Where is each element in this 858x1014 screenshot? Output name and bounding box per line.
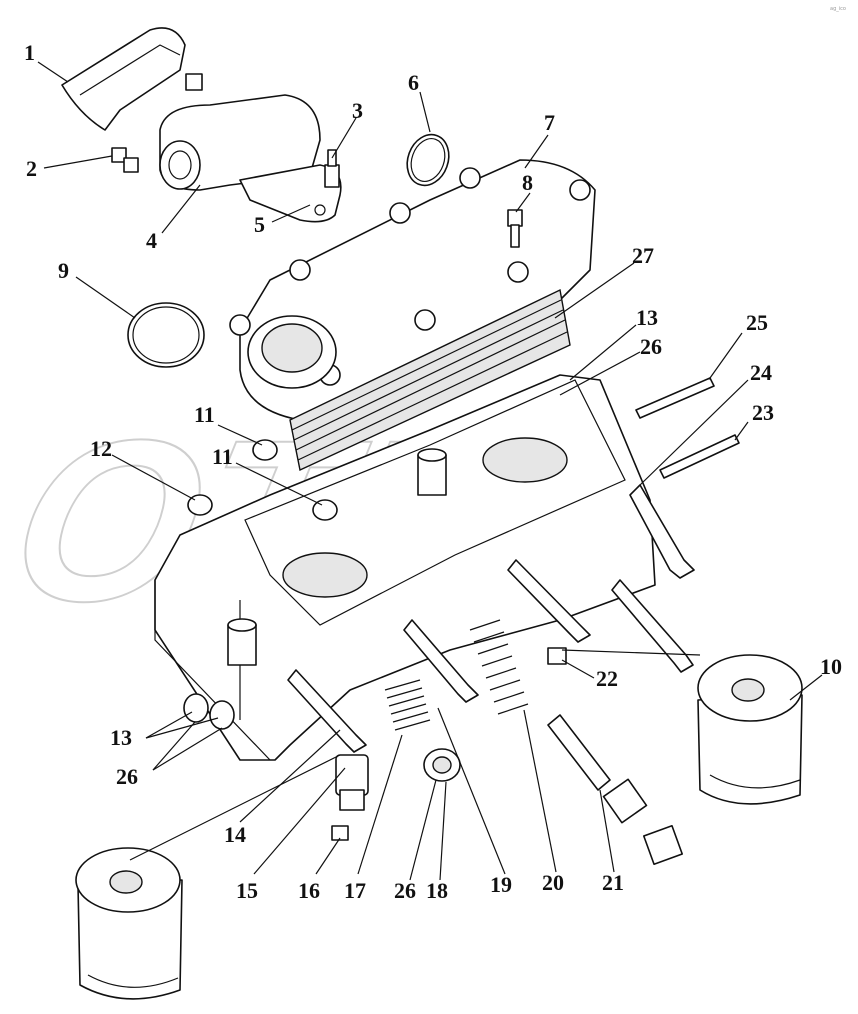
- callout-23: 23: [752, 400, 774, 425]
- callout-3: 3: [352, 98, 363, 123]
- callout-6: 6: [408, 70, 419, 95]
- callout-25: 25: [746, 310, 768, 335]
- part-ring-11a: [252, 439, 278, 461]
- callout-14: 14: [224, 822, 246, 847]
- part-cooler-cover: [229, 159, 596, 421]
- callout-26-bottom: 26: [394, 878, 416, 903]
- part-bushing: [423, 748, 461, 782]
- callout-18: 18: [426, 878, 448, 903]
- callout-22: 22: [596, 666, 618, 691]
- callout-20: 20: [542, 870, 564, 895]
- part-side-plugs: [183, 693, 235, 730]
- leader-lines: [37, 61, 823, 881]
- part-oil-filter-left: [75, 847, 183, 1000]
- callout-11-lower: 11: [212, 444, 233, 469]
- part-fitting: [335, 754, 369, 811]
- callout-10: 10: [820, 654, 842, 679]
- part-pins: [629, 377, 740, 579]
- callout-9: 9: [58, 258, 69, 283]
- callout-13-top: 13: [636, 305, 658, 330]
- part-o-ring-6-inner: [410, 138, 446, 182]
- callout-21: 21: [602, 870, 624, 895]
- callout-13-side: 13: [110, 725, 132, 750]
- callout-7: 7: [544, 110, 555, 135]
- callout-4: 4: [146, 228, 157, 253]
- part-oil-filter-right: [697, 654, 803, 805]
- part-bolt-8: [507, 209, 523, 248]
- part-large-spring: [469, 619, 529, 715]
- callout-11-upper: 11: [194, 402, 215, 427]
- part-bolts: [111, 73, 203, 173]
- part-small-spring: [384, 679, 431, 731]
- part-elbow-pipe: [159, 94, 321, 191]
- callout-24: 24: [750, 360, 772, 385]
- callout-labels: 1 2 3 4 5 6 7 8 9 27 13 26 25 24 23 11 1…: [24, 40, 842, 903]
- callout-2: 2: [26, 156, 37, 181]
- callout-26-top: 26: [640, 334, 662, 359]
- part-o-ring-9-inner: [132, 306, 200, 364]
- part-small-bolt-16: [331, 825, 349, 841]
- callout-27: 27: [632, 243, 654, 268]
- part-ring-11b: [312, 499, 338, 521]
- callout-16: 16: [298, 878, 320, 903]
- callout-19: 19: [490, 872, 512, 897]
- part-plug-upper: [227, 618, 257, 666]
- callout-26-side: 26: [116, 764, 138, 789]
- callout-15: 15: [236, 878, 258, 903]
- callout-5: 5: [254, 212, 265, 237]
- corner-mark: ag_ico: [830, 6, 846, 12]
- part-plug-center: [417, 448, 447, 496]
- part-cooler-core: [289, 288, 571, 472]
- part-o-ring-6: [406, 133, 450, 187]
- part-stud: [324, 149, 340, 188]
- part-valve-plunger: [547, 714, 684, 866]
- callout-1: 1: [24, 40, 35, 65]
- part-bracket: [61, 27, 186, 131]
- part-o-ring-9: [127, 302, 205, 368]
- callout-17: 17: [344, 878, 366, 903]
- part-long-bolts: [287, 559, 694, 753]
- callout-12: 12: [90, 436, 112, 461]
- part-nut-22: [547, 647, 567, 665]
- callout-8: 8: [522, 170, 533, 195]
